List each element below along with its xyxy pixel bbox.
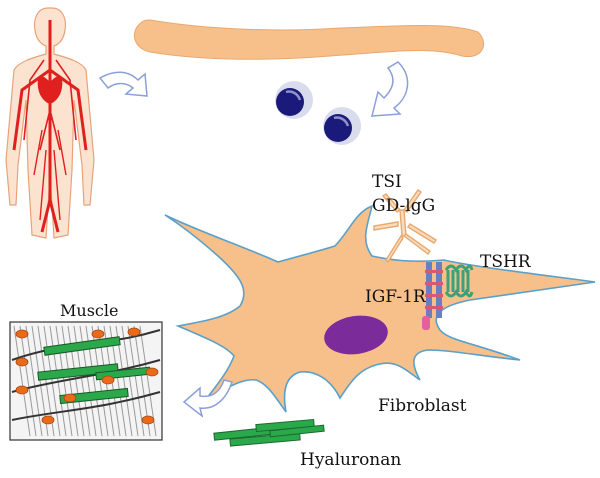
hyaluronan-strands bbox=[213, 418, 325, 447]
t-cell-icon bbox=[134, 19, 484, 60]
antibody-icon bbox=[373, 189, 437, 264]
muscle-tissue bbox=[9, 321, 163, 441]
gd-igg-label: GD-lgG bbox=[372, 196, 435, 216]
curved-arrow-icon bbox=[182, 379, 233, 418]
fibroblast-cell bbox=[164, 204, 596, 413]
muscle-label: Muscle bbox=[60, 301, 118, 320]
human-circulation-icon bbox=[5, 7, 95, 239]
tsi-label: TSI bbox=[372, 172, 402, 192]
hyaluronan-label: Hyaluronan bbox=[300, 450, 401, 470]
receptor-icon bbox=[422, 262, 443, 330]
curved-arrow-icon bbox=[371, 61, 409, 117]
lymphocyte-icon bbox=[275, 81, 313, 119]
nucleus bbox=[324, 315, 388, 355]
igf1r-label: IGF-1R bbox=[365, 287, 427, 307]
receptor-icon bbox=[444, 264, 474, 298]
tshr-label: TSHR bbox=[480, 252, 532, 272]
lymphocyte-icon bbox=[323, 107, 361, 145]
curved-arrow-icon bbox=[98, 71, 148, 97]
fibroblast-label: Fibroblast bbox=[378, 396, 467, 416]
